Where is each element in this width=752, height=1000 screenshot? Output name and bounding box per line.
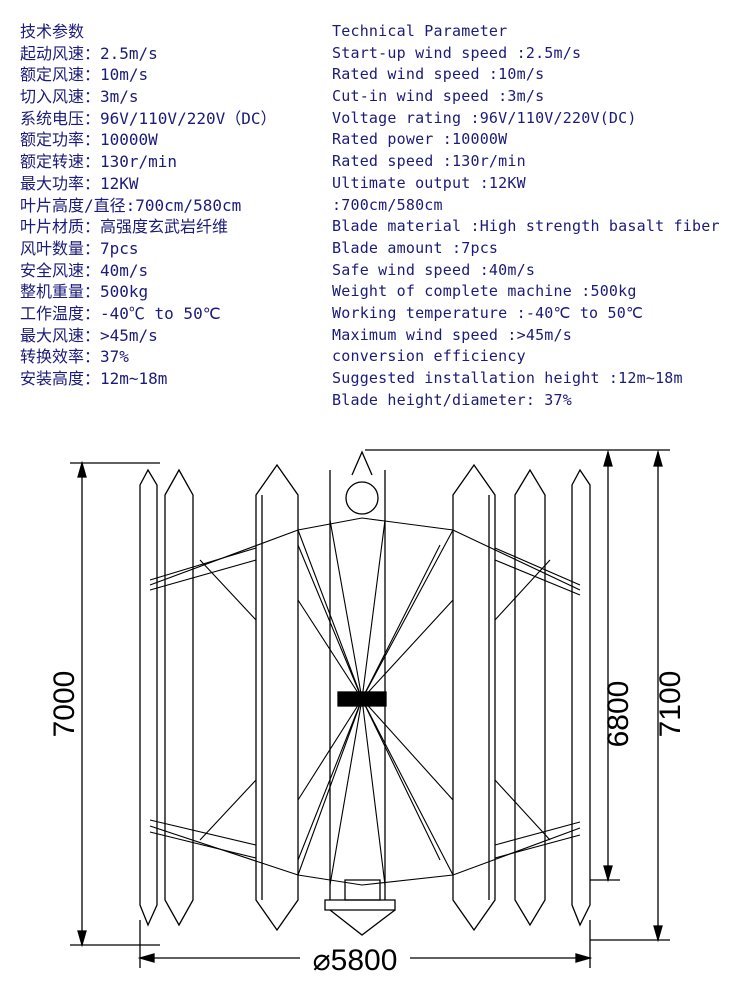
english-parameter-list: Technical Parameter Start-up wind speed … bbox=[332, 21, 720, 411]
zh-param-line: 额定功率：10000W bbox=[20, 130, 158, 150]
zh-param-line: 额定风速：10m/s bbox=[20, 65, 149, 85]
turbine-blades bbox=[139, 463, 591, 932]
zh-param-line: 安装高度：12m~18m bbox=[20, 369, 168, 388]
turbine-struts bbox=[149, 517, 581, 886]
en-param-line: Working temperature :-40℃ to 50℃ bbox=[332, 303, 644, 322]
dimension-label-7100: 7100 bbox=[654, 671, 687, 738]
dimension-height-left: 7000 bbox=[48, 460, 160, 948]
dimension-label-6800: 6800 bbox=[602, 681, 635, 748]
zh-param-line: 系统电压：96V/110V/220V（DC） bbox=[20, 108, 277, 128]
en-param-line: Blade height/diameter: 37% bbox=[332, 390, 572, 409]
zh-param-line: 切入风速：3m/s bbox=[20, 87, 139, 107]
en-param-line: Maximum wind speed :>45m/s bbox=[332, 325, 572, 344]
dimension-label-diameter: ⌀5800 bbox=[313, 944, 398, 977]
en-title: Technical Parameter bbox=[332, 22, 508, 40]
en-param-line: Safe wind speed :40m/s bbox=[332, 260, 536, 279]
zh-param-line: 整机重量：500kg bbox=[20, 282, 149, 302]
en-param-line: :700cm/580cm bbox=[332, 195, 443, 214]
zh-param-line: 安全风速：40m/s bbox=[20, 260, 149, 280]
en-param-line: Cut-in wind speed :3m/s bbox=[332, 87, 545, 106]
en-param-line: Ultimate output :12KW bbox=[332, 173, 526, 192]
zh-param-line: 额定转速：130r/min bbox=[20, 152, 178, 172]
zh-param-line: 转换效率：37% bbox=[20, 347, 129, 367]
zh-param-line: 最大风速：>45m/s bbox=[20, 325, 158, 345]
en-param-line: Suggested installation height :12m~18m bbox=[332, 369, 683, 387]
en-param-line: Rated speed :130r/min bbox=[332, 152, 526, 171]
dimension-label-7000: 7000 bbox=[48, 671, 81, 738]
en-param-line: Start-up wind speed :2.5m/s bbox=[332, 43, 582, 62]
en-param-line: Rated wind speed :10m/s bbox=[332, 65, 545, 84]
dimension-diameter: ⌀5800 bbox=[137, 920, 593, 977]
zh-title: 技术参数 bbox=[20, 22, 85, 41]
en-param-line: Rated power :10000W bbox=[332, 130, 508, 149]
en-param-line: Blade amount :7pcs bbox=[332, 238, 499, 257]
zh-param-line: 工作温度：-40℃ to 50℃ bbox=[20, 303, 221, 323]
chinese-parameter-list: 技术参数 起动风速：2.5m/s 额定风速：10m/s 切入风速：3m/s 系统… bbox=[20, 21, 277, 390]
en-param-line: Weight of complete machine :500kg bbox=[332, 282, 637, 301]
en-param-line: Blade material :High strength basalt fib… bbox=[332, 217, 720, 236]
zh-param-line: 叶片高度/直径:700cm/580cm bbox=[20, 195, 242, 215]
zh-param-line: 叶片材质：高强度玄武岩纤维 bbox=[20, 217, 229, 237]
zh-param-line: 起动风速：2.5m/s bbox=[20, 43, 158, 63]
zh-param-line: 最大功率：12KW bbox=[20, 173, 139, 193]
zh-param-line: 风叶数量：7pcs bbox=[20, 238, 139, 258]
dimension-height-right: 6800 7100 bbox=[365, 449, 687, 943]
en-param-line: Voltage rating :96V/110V/220V(DC) bbox=[332, 108, 637, 127]
en-param-line: conversion efficiency bbox=[332, 347, 526, 366]
